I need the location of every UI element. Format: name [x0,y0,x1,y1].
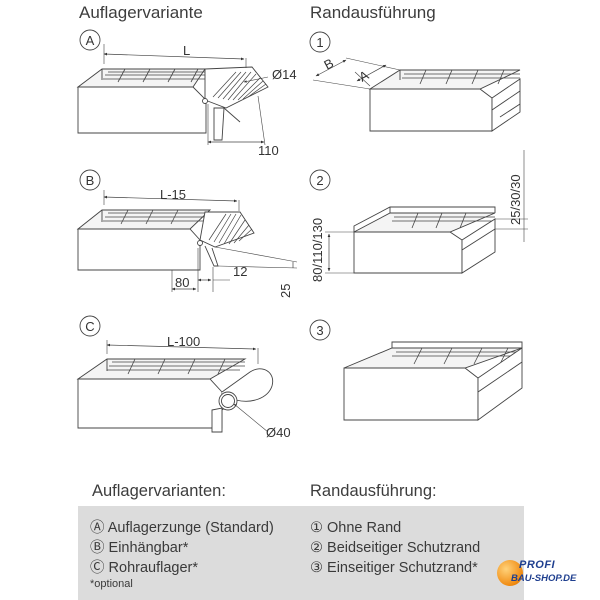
edge-3-marker: 3 [316,323,323,338]
edge-2-marker: 2 [316,173,323,188]
legend-footnote: *optional [90,578,133,590]
heading-randausfuehrung: Randausführung [310,3,436,22]
legend-item-c: Ⓒ Rohrauflager* [90,560,198,576]
legend-title-auflagervarianten: Auflagervarianten: [92,482,226,500]
variant-a-marker-circle [79,29,101,51]
variant-c-dim-diameter: Ø40 [266,425,291,440]
variant-c-marker: C [85,319,94,334]
logo-line2: BAU-SHOP.DE [511,573,577,584]
legend-list-rand: ① Ohne Rand ② Beidseitiger Schutzrand ③ … [310,518,480,578]
legend-item-1: ① Ohne Rand [310,520,402,536]
variant-a-dim-110: 110 [258,143,279,158]
variant-b-dim-12: 12 [233,264,247,279]
technical-drawing: A L Ø14 110 [76,29,528,440]
edge-3-marker-circle [309,319,331,341]
variant-c-marker-circle [79,315,101,337]
variant-a-marker: A [86,33,95,48]
edge-2-marker-circle [309,169,331,191]
legend-item-b: Ⓑ Einhängbar* [90,540,189,556]
edge-1-dim-a: A [356,67,371,84]
legend-item-a: Ⓐ Auflagerzunge (Standard) [90,520,274,536]
variant-b-dim-25: 25 [278,284,293,298]
edge-1-dim-b: B [321,55,336,72]
legend-list-auflager: Ⓐ Auflagerzunge (Standard) Ⓑ Einhängbar*… [90,518,274,578]
legend-item-3: ③ Einseitiger Schutzrand* [310,560,478,576]
shop-logo: PROFI BAU-SHOP.DE [497,556,597,596]
edge-2-dim-grating-height: 80/110/130 [310,218,325,282]
legend-title-randausfuehrung: Randausführung: [310,482,437,500]
edge-1-marker-circle [309,31,331,53]
heading-auflagervariante: Auflagervariante [79,3,203,22]
variant-a-dim-diameter: Ø14 [272,67,297,82]
variant-b-marker: B [86,173,95,188]
edge-1-drawing [309,31,521,132]
variant-a-drawing [76,29,269,146]
edge-1-marker: 1 [316,35,323,50]
logo-line1: PROFI [519,559,556,571]
variant-b-marker-circle [79,169,101,191]
edge-2-drawing [309,150,528,274]
edge-3-drawing [309,319,523,421]
variant-b-dim-l15: L-15 [160,187,186,202]
variant-b-dim-80: 80 [175,275,189,290]
variant-c-drawing [76,315,274,433]
variant-b-drawing [76,169,298,292]
edge-2-dim-edge-height: 25/30/30 [508,174,523,225]
legend-item-2: ② Beidseitiger Schutzrand [310,540,481,556]
variant-c-dim-l100: L-100 [167,334,200,349]
legend-panel [78,506,524,600]
variant-a-dim-l: L [183,43,190,58]
logo-ball-icon [497,560,523,586]
